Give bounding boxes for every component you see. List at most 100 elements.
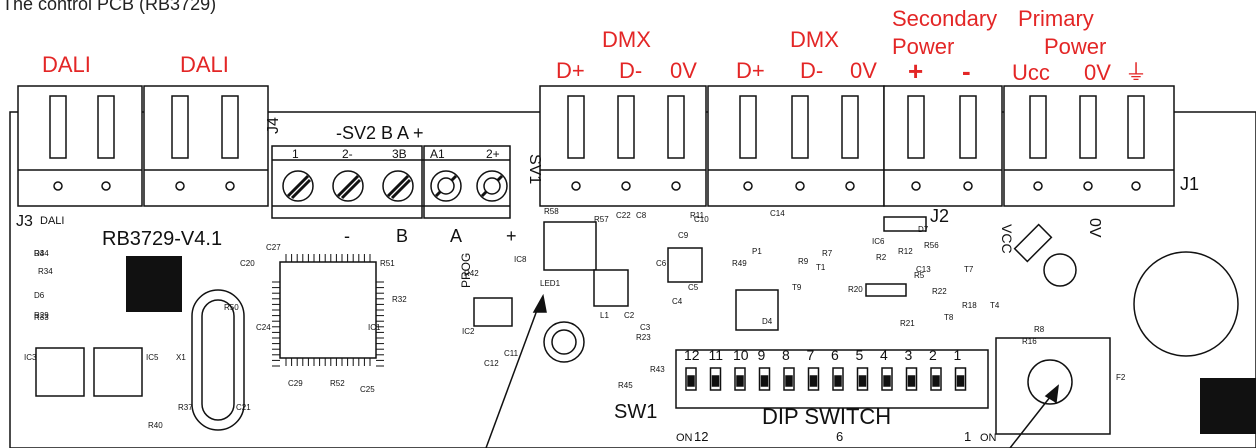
sv1-pin-1: A1	[430, 147, 445, 161]
dip-6-bottom: 6	[836, 429, 843, 444]
terminal-pin	[743, 181, 753, 191]
dmx1-pin-0v: 0V	[670, 58, 697, 83]
component-label: R20	[848, 285, 863, 294]
component-label: LED1	[540, 279, 561, 288]
component-label: C29	[288, 379, 303, 388]
component-label: R58	[544, 207, 559, 216]
component-label: C20	[240, 259, 255, 268]
component-label: C11	[504, 349, 519, 358]
ic1-mcu	[279, 261, 377, 359]
component-label: R43	[650, 365, 665, 374]
dip-1-bottom: 1	[964, 429, 971, 444]
dip-number-5: 5	[856, 347, 864, 363]
prim-pin-0v: 0V	[1084, 60, 1111, 85]
component-label: T8	[944, 313, 954, 322]
component-label: C12	[484, 359, 499, 368]
dip-number-2: 2	[929, 347, 937, 363]
dmx2-pin-dplus: D+	[736, 58, 765, 83]
dip-number-4: 4	[880, 347, 888, 363]
component-label: R51	[380, 259, 395, 268]
arrow-led	[485, 301, 541, 448]
dmx2-pin-dminus: D-	[800, 58, 823, 83]
primary-power-label: Primary	[1018, 6, 1094, 31]
component-label: C24	[256, 323, 271, 332]
component-label: R34	[38, 267, 53, 276]
component-label: IC2	[462, 327, 475, 336]
component-label: R29	[34, 311, 49, 320]
component-label: C10	[694, 215, 709, 224]
dip-number-1: 1	[954, 347, 962, 363]
component-label: R18	[962, 301, 977, 310]
secondary-power-label: Secondary	[892, 6, 997, 31]
dip-on-right: ON	[980, 432, 997, 444]
terminal-pin	[621, 181, 631, 191]
ic2	[473, 297, 513, 327]
component-label: R52	[330, 379, 345, 388]
buzzer	[1133, 251, 1239, 357]
dip-number-9: 9	[758, 347, 766, 363]
ic8	[543, 221, 597, 271]
sv1-pin-2: 2+	[486, 147, 500, 161]
terminal-pin	[1083, 181, 1093, 191]
component-label: R40	[148, 421, 163, 430]
prim-pin-ucc: Ucc	[1012, 60, 1050, 85]
component-label: IC6	[872, 237, 885, 246]
dali-right-label: DALI	[180, 52, 229, 77]
component-label: IC5	[146, 353, 159, 362]
terminal-pin	[571, 181, 581, 191]
prim-pin-ground-icon: ⏚	[1125, 60, 1147, 85]
component-label: C14	[770, 209, 785, 218]
component-label: C3	[640, 323, 651, 332]
component-label: C6	[656, 259, 667, 268]
component-label: R7	[822, 249, 833, 258]
dip-number-8: 8	[782, 347, 790, 363]
component-label: X1	[176, 353, 186, 362]
terminal-secondary-power	[883, 85, 1003, 207]
component-label: C5	[688, 283, 699, 292]
component-label: R8	[1034, 325, 1045, 334]
dip-number-12: 12	[684, 347, 700, 363]
black-chip-2	[1200, 378, 1256, 434]
component-label: IC8	[514, 255, 527, 264]
mount-hole-2	[1043, 253, 1077, 287]
terminal-pin	[963, 181, 973, 191]
dmx1-pin-dminus: D-	[619, 58, 642, 83]
component-label: R32	[392, 295, 407, 304]
sv2-pin-2: 2-	[342, 147, 353, 161]
primary-power-label-2: Power	[1044, 34, 1106, 59]
dip-on-left: ON	[676, 432, 693, 444]
component-label: D4	[762, 317, 773, 326]
dmx1-label: DMX	[602, 27, 651, 52]
sv2-pin-3: 3B	[392, 147, 407, 161]
dip-number-3: 3	[905, 347, 913, 363]
component-label: C22	[616, 211, 631, 220]
component-label: C25	[360, 385, 375, 394]
component-label: L1	[600, 311, 609, 320]
terminal-pin	[795, 181, 805, 191]
dip-12-bottom: 12	[694, 429, 708, 444]
dmx2-pin-0v: 0V	[850, 58, 877, 83]
ic5	[93, 347, 143, 397]
dip-number-6: 6	[831, 347, 839, 363]
a-label: A	[450, 226, 462, 246]
terminal-pin	[1033, 181, 1043, 191]
sec-pin-plus: +	[908, 56, 923, 86]
component-label: R22	[932, 287, 947, 296]
r2	[865, 283, 907, 297]
f2-fuse	[883, 216, 927, 232]
terminal-pin	[225, 181, 235, 191]
terminal-pin	[671, 181, 681, 191]
component-label: C21	[236, 403, 251, 412]
component-label: T1	[816, 263, 826, 272]
component-label: T9	[792, 283, 802, 292]
j1-label: J1	[1180, 174, 1199, 194]
component-label: R23	[636, 333, 651, 342]
component-label: P1	[752, 247, 762, 256]
ic-qfn	[667, 247, 703, 283]
component-label: R37	[178, 403, 193, 412]
sec-pin-minus: -	[962, 56, 971, 86]
component-label: R44	[34, 249, 49, 258]
component-label: C2	[624, 311, 635, 320]
vcc-label: VCC	[999, 224, 1015, 254]
